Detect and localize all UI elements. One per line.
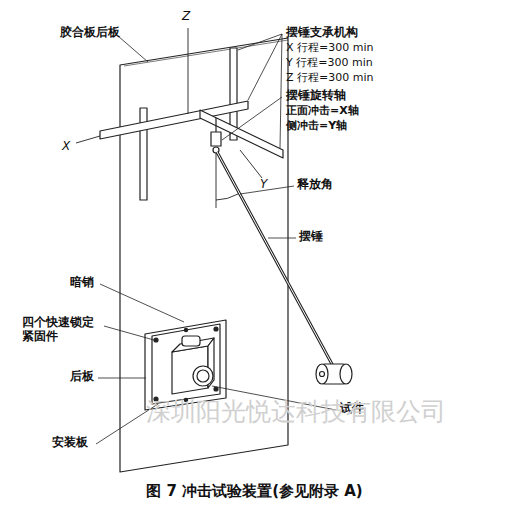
release-angle-arc bbox=[216, 194, 238, 200]
back-plate bbox=[145, 320, 226, 410]
pivot-bracket bbox=[211, 132, 221, 146]
travel-note: X 行程=300 min bbox=[286, 42, 373, 55]
fasteners bbox=[154, 327, 218, 402]
part-name: 摆锤支承机构 bbox=[286, 26, 358, 40]
travel-note: Z 行程=300 min bbox=[286, 72, 373, 85]
part-name: 后板 bbox=[70, 370, 94, 384]
part-name: 摆锤 bbox=[299, 230, 323, 244]
part-name: 释放角 bbox=[297, 178, 333, 192]
part-name: 暗销 bbox=[70, 276, 94, 290]
x-beam bbox=[100, 101, 248, 139]
part-name: 胶合板后板 bbox=[60, 26, 120, 40]
board-edge bbox=[124, 40, 288, 66]
part-name: 四个快速锁定紧固件 bbox=[22, 316, 98, 344]
axis-note: 侧冲击=Y轴 bbox=[286, 120, 347, 133]
axis-note: 正面冲击=X轴 bbox=[286, 105, 359, 118]
figure-caption: 图 7 冲击试验装置(参见附录 A) bbox=[0, 482, 509, 501]
part-name: 摆锤旋转轴 bbox=[286, 89, 346, 103]
x-axis bbox=[76, 136, 100, 143]
pivot-stem bbox=[215, 118, 216, 132]
axis-letter: Y bbox=[260, 178, 267, 192]
part-name: 安装板 bbox=[52, 436, 88, 450]
y-arm bbox=[200, 110, 283, 158]
travel-note: Y 行程=300 min bbox=[286, 57, 373, 70]
pendulum bbox=[217, 152, 352, 384]
z-axis bbox=[188, 28, 189, 114]
test-piece bbox=[172, 336, 214, 394]
axis-letter: X bbox=[62, 140, 70, 154]
y-axis bbox=[240, 150, 262, 178]
watermark: 深圳阳光悦达科技有限公司 bbox=[146, 398, 446, 427]
axis-letter: Z bbox=[182, 10, 190, 24]
mounting-plate bbox=[152, 324, 220, 404]
